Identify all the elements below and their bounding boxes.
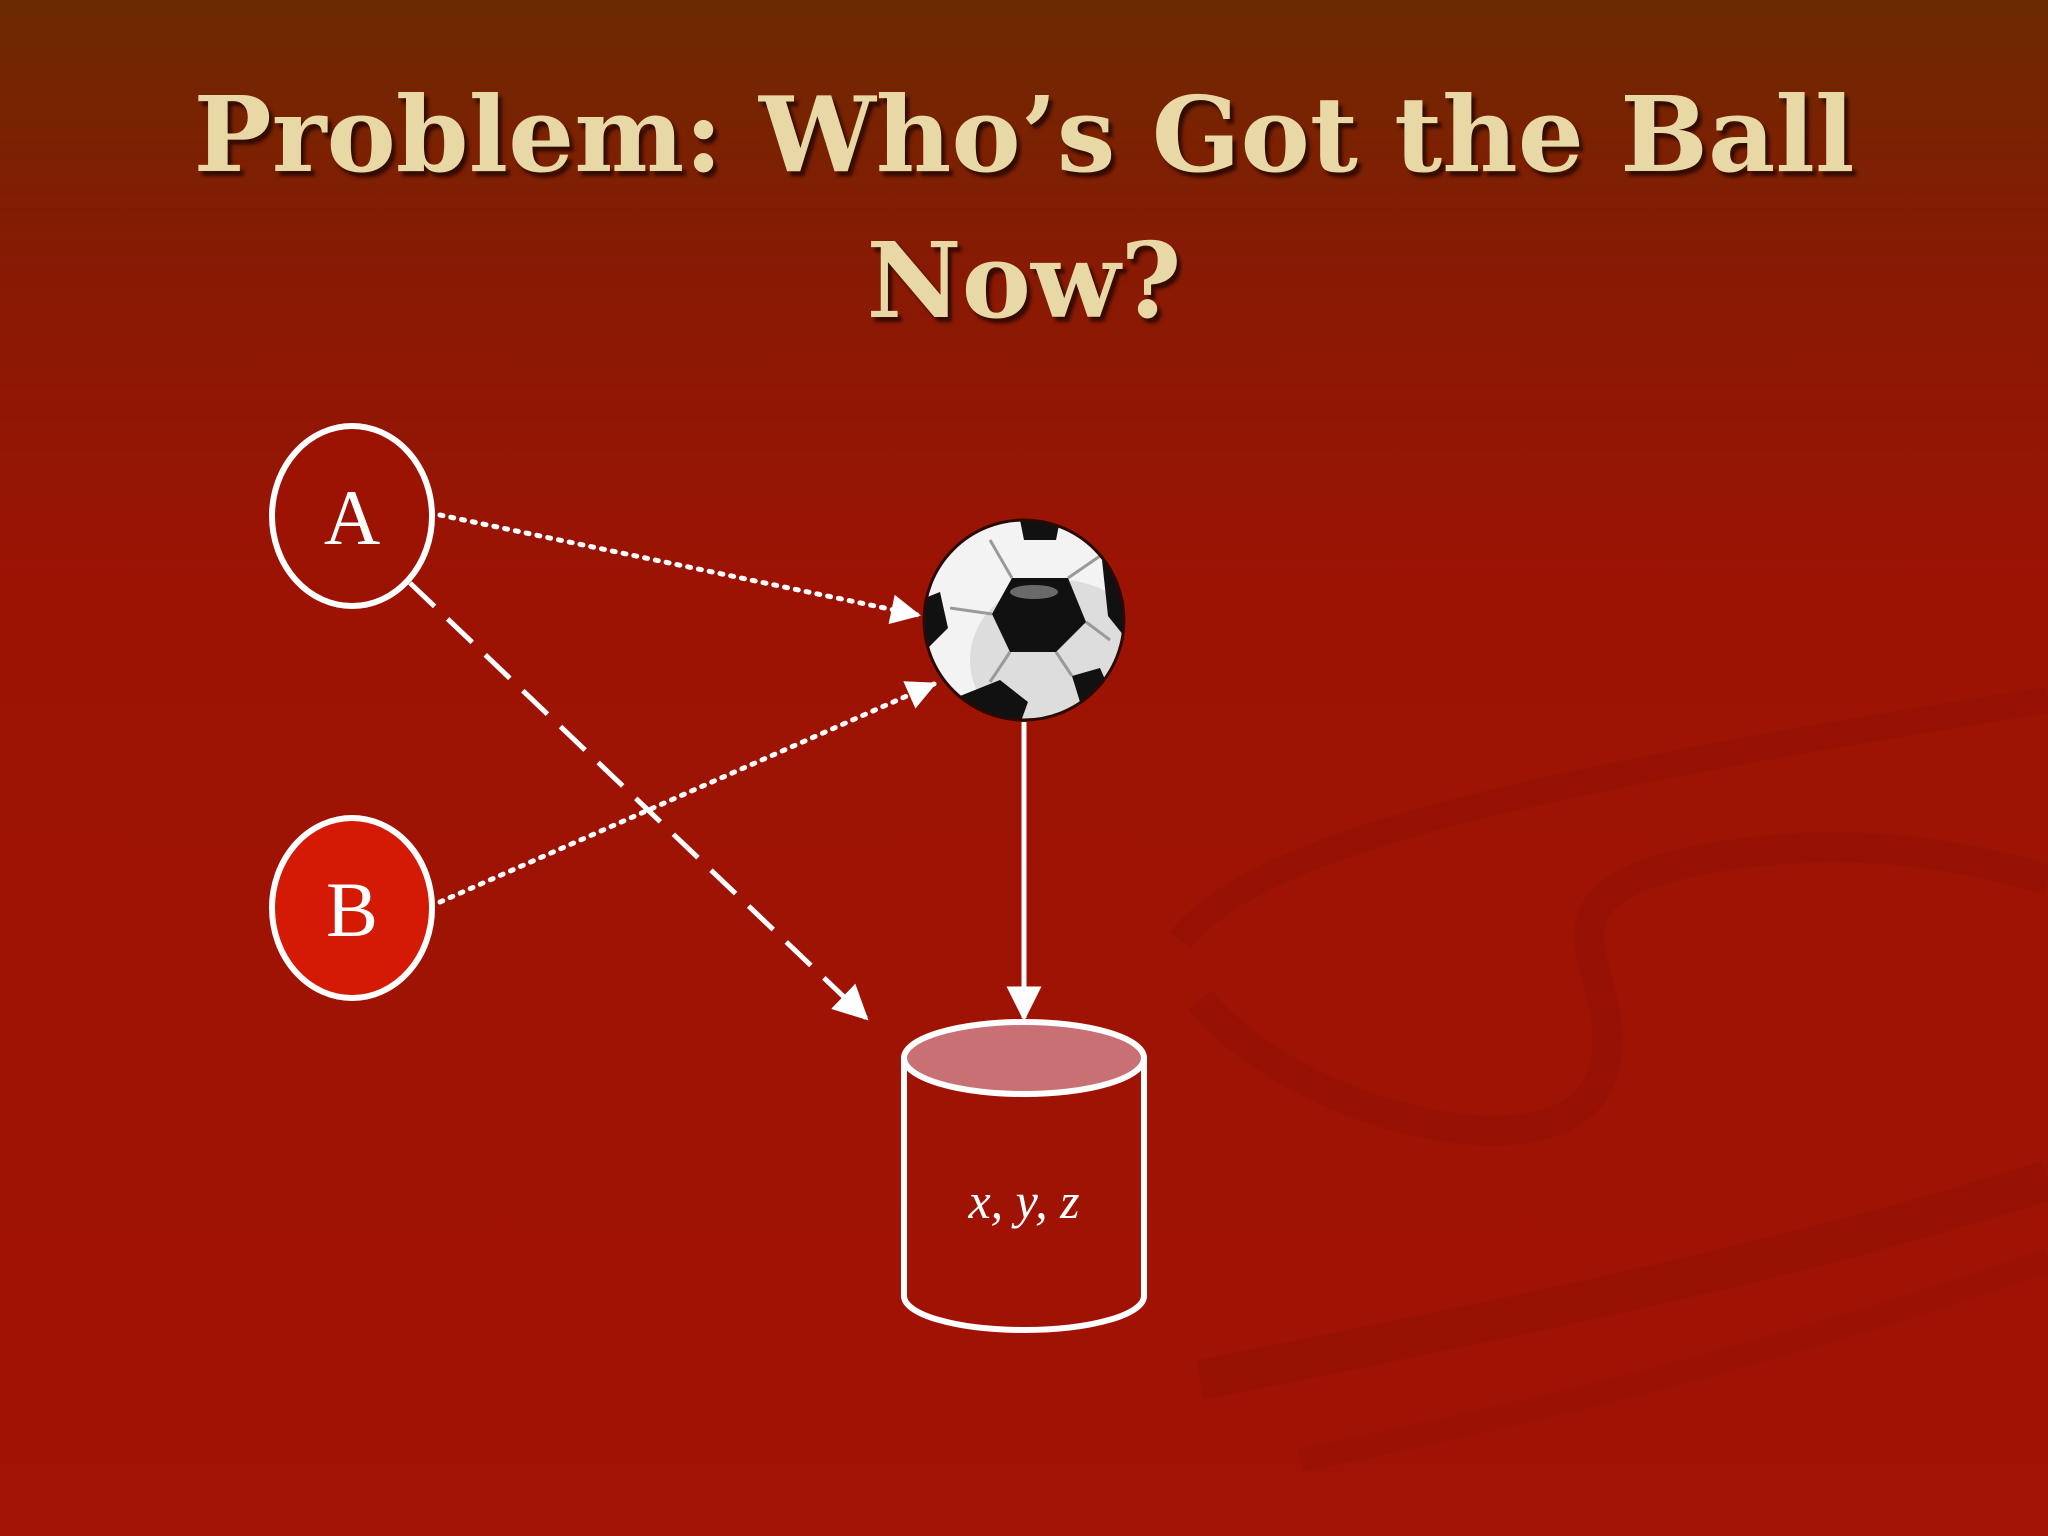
database-body: [901, 1056, 1147, 1333]
node-a-circle: [269, 423, 435, 609]
edge-a-to-database: [408, 581, 869, 1021]
edge-b-to-ball: [437, 681, 937, 905]
title-line-1: Problem: Who’s Got the Ball: [193, 73, 1855, 196]
node-b: B: [269, 815, 435, 1001]
database-cylinder: x, y, z: [901, 1019, 1147, 1333]
soccer-ball-icon: [922, 518, 1126, 722]
node-b-circle: [269, 815, 435, 1001]
database-top: [901, 1019, 1147, 1097]
node-a-label: A: [324, 474, 380, 561]
slide-title: Problem: Who’s Got the Ball Now?: [0, 62, 2048, 354]
database-label: x, y, z: [967, 1173, 1079, 1229]
edge-a-to-ball: [437, 512, 921, 625]
node-b-label: B: [326, 866, 378, 953]
node-a: A: [269, 423, 435, 609]
title-line-2: Now?: [866, 219, 1182, 342]
